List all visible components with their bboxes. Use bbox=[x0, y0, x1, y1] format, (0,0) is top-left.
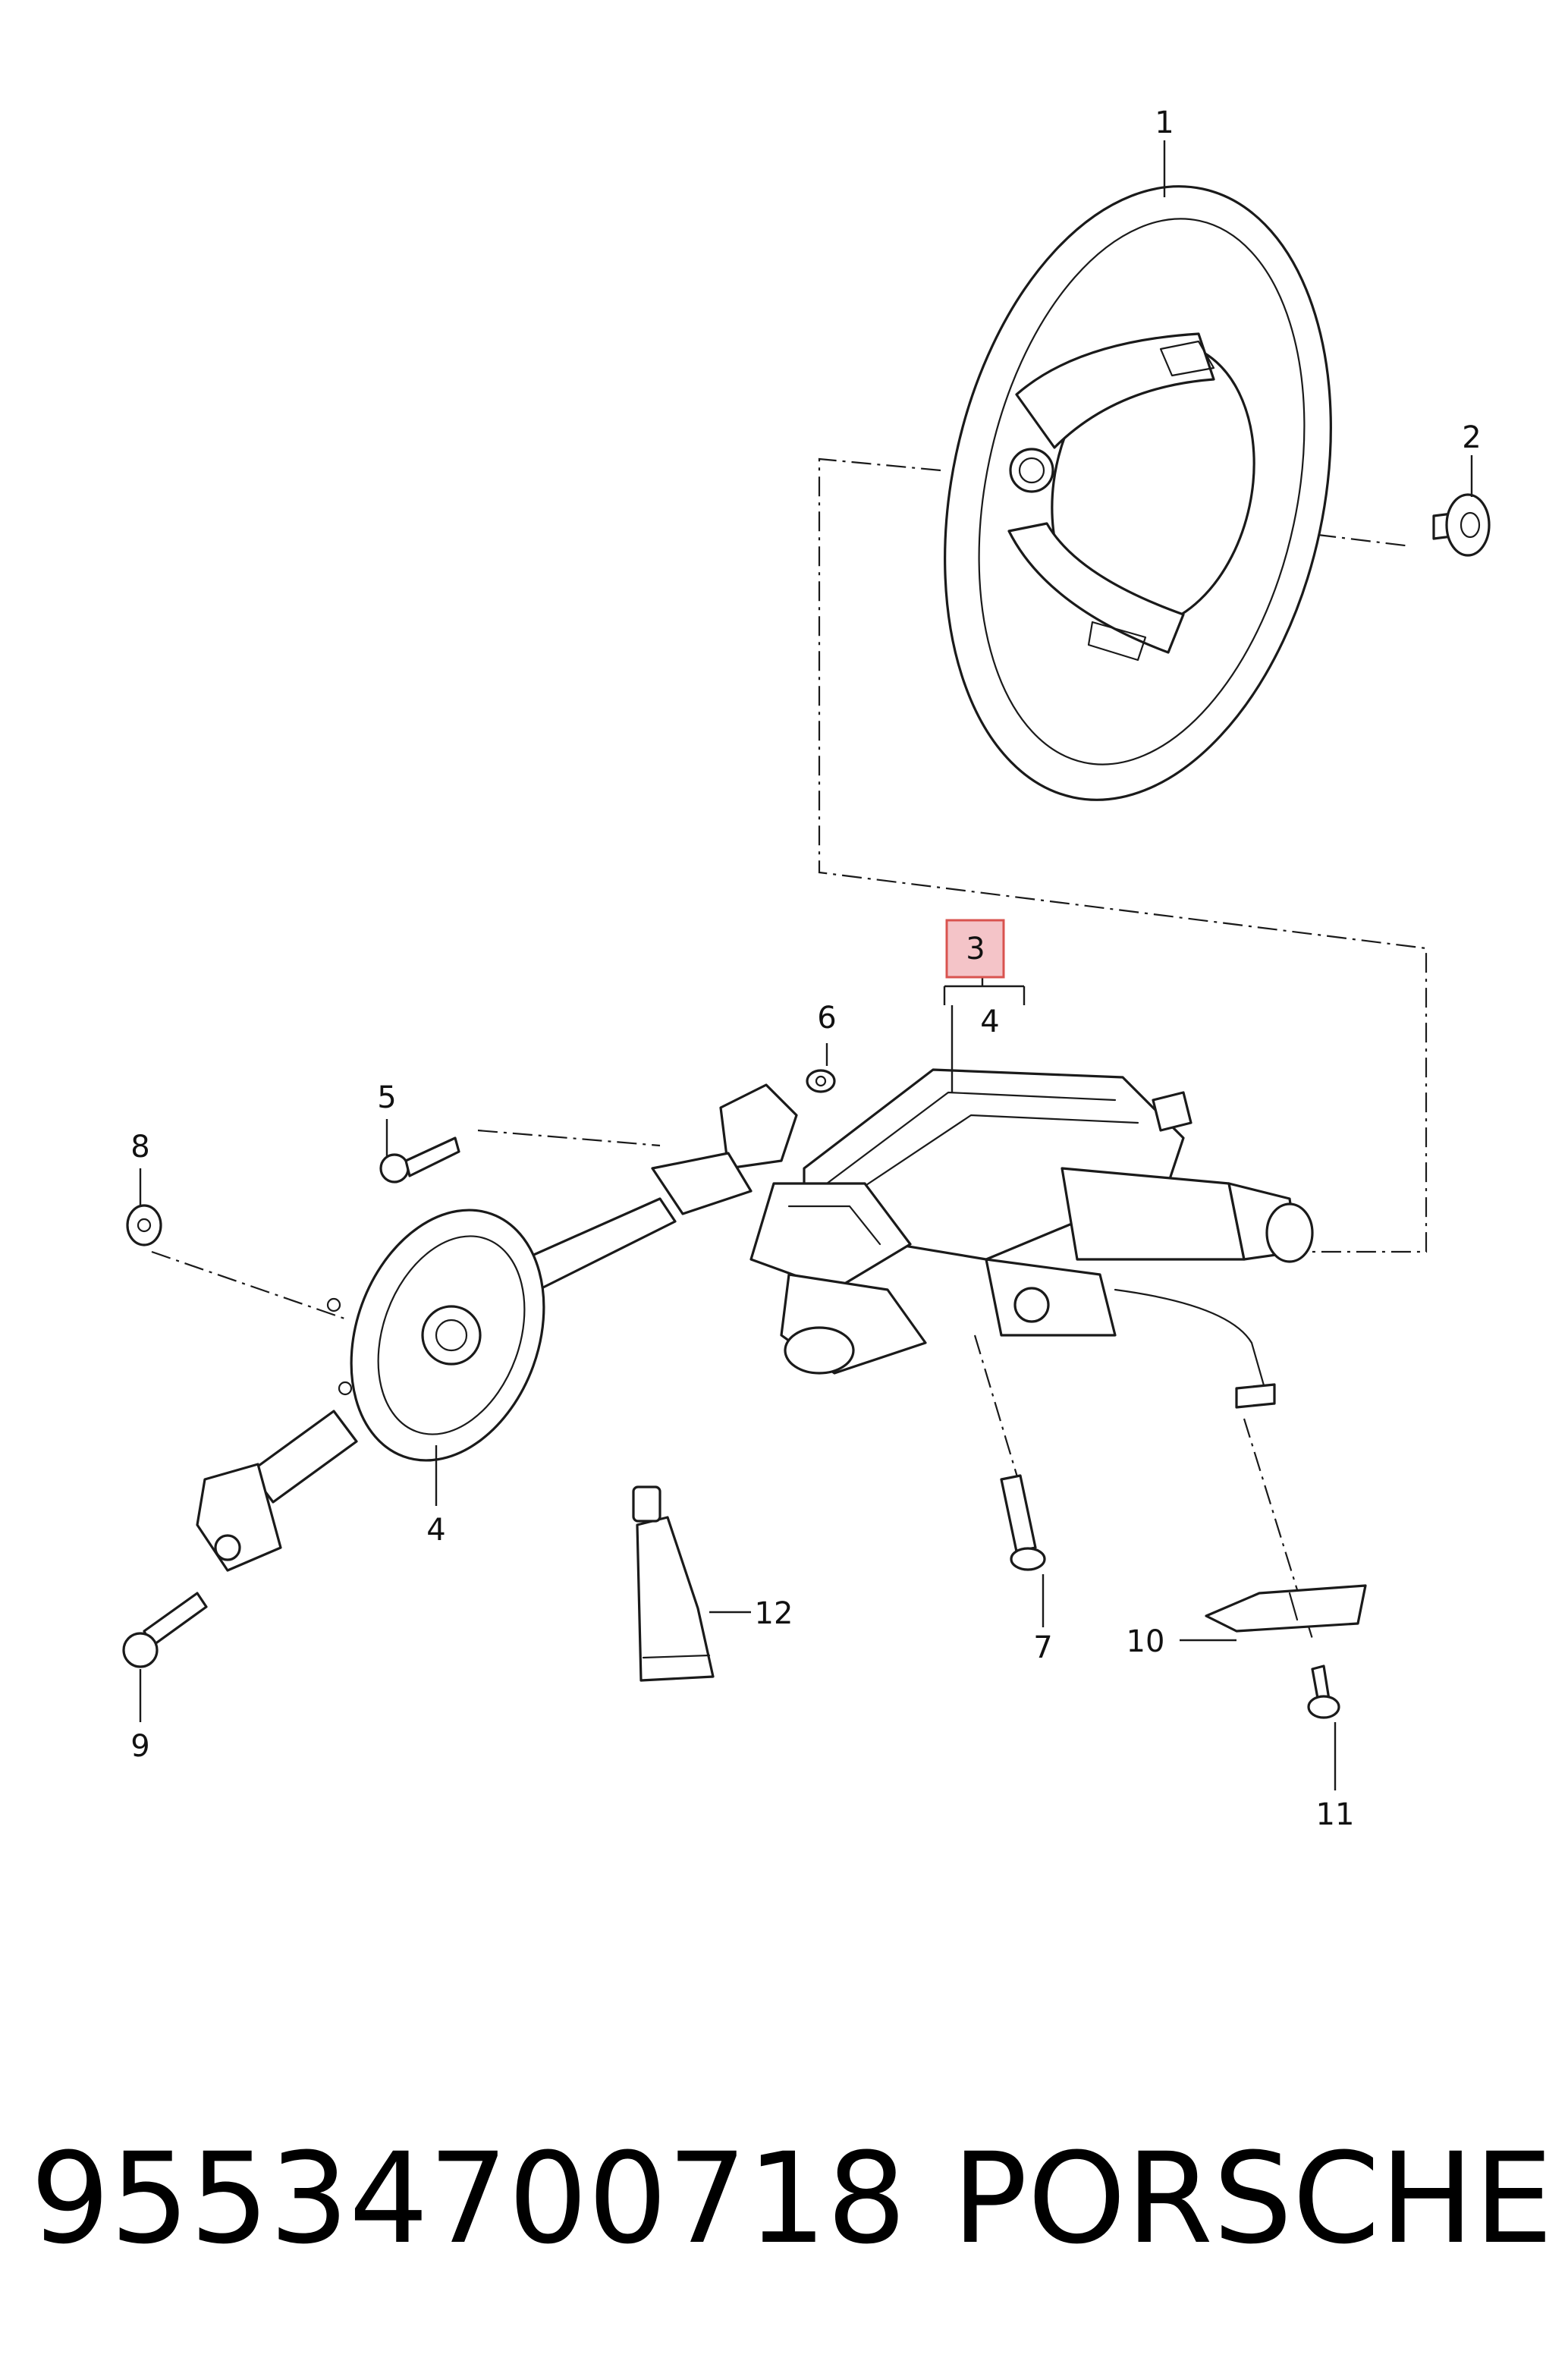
bolt-5 bbox=[379, 1136, 460, 1184]
callout-labels: 1 2 3 4 4 5 6 7 8 9 10 11 12 bbox=[130, 105, 1481, 1832]
nut-8 bbox=[126, 1204, 162, 1246]
wheel-bolt bbox=[1432, 493, 1491, 557]
steering-wheel bbox=[944, 185, 1332, 801]
cover-10 bbox=[1205, 1584, 1367, 1633]
callout-11: 11 bbox=[1316, 1797, 1355, 1832]
callout-5: 5 bbox=[377, 1080, 396, 1115]
nut-6 bbox=[806, 1069, 836, 1093]
screw-11 bbox=[1307, 1664, 1340, 1719]
callout-4-lower: 4 bbox=[426, 1513, 445, 1548]
callout-2: 2 bbox=[1462, 420, 1481, 455]
footer: 95534700718 PORSCHE bbox=[30, 2126, 1553, 2271]
leader-lines bbox=[139, 140, 1473, 1790]
bolt-7 bbox=[1000, 1474, 1046, 1571]
brand-name: PORSCHE bbox=[952, 2126, 1553, 2271]
callout-10: 10 bbox=[1127, 1624, 1165, 1659]
callout-3: 3 bbox=[966, 932, 985, 967]
highlight-box bbox=[945, 919, 1005, 979]
part-number: 95534700718 bbox=[30, 2126, 907, 2271]
callout-12: 12 bbox=[755, 1596, 793, 1631]
intermediate-shaft bbox=[196, 1209, 545, 1572]
callout-9: 9 bbox=[130, 1729, 149, 1764]
steering-column bbox=[522, 1068, 1314, 1409]
bolt-9 bbox=[122, 1592, 208, 1668]
callout-1: 1 bbox=[1155, 105, 1174, 140]
callout-4-upper: 4 bbox=[980, 1004, 999, 1039]
callout-7: 7 bbox=[1033, 1630, 1052, 1665]
callout-6: 6 bbox=[817, 1001, 836, 1036]
grease-tube-12 bbox=[632, 1485, 715, 1682]
callout-8: 8 bbox=[130, 1130, 149, 1165]
